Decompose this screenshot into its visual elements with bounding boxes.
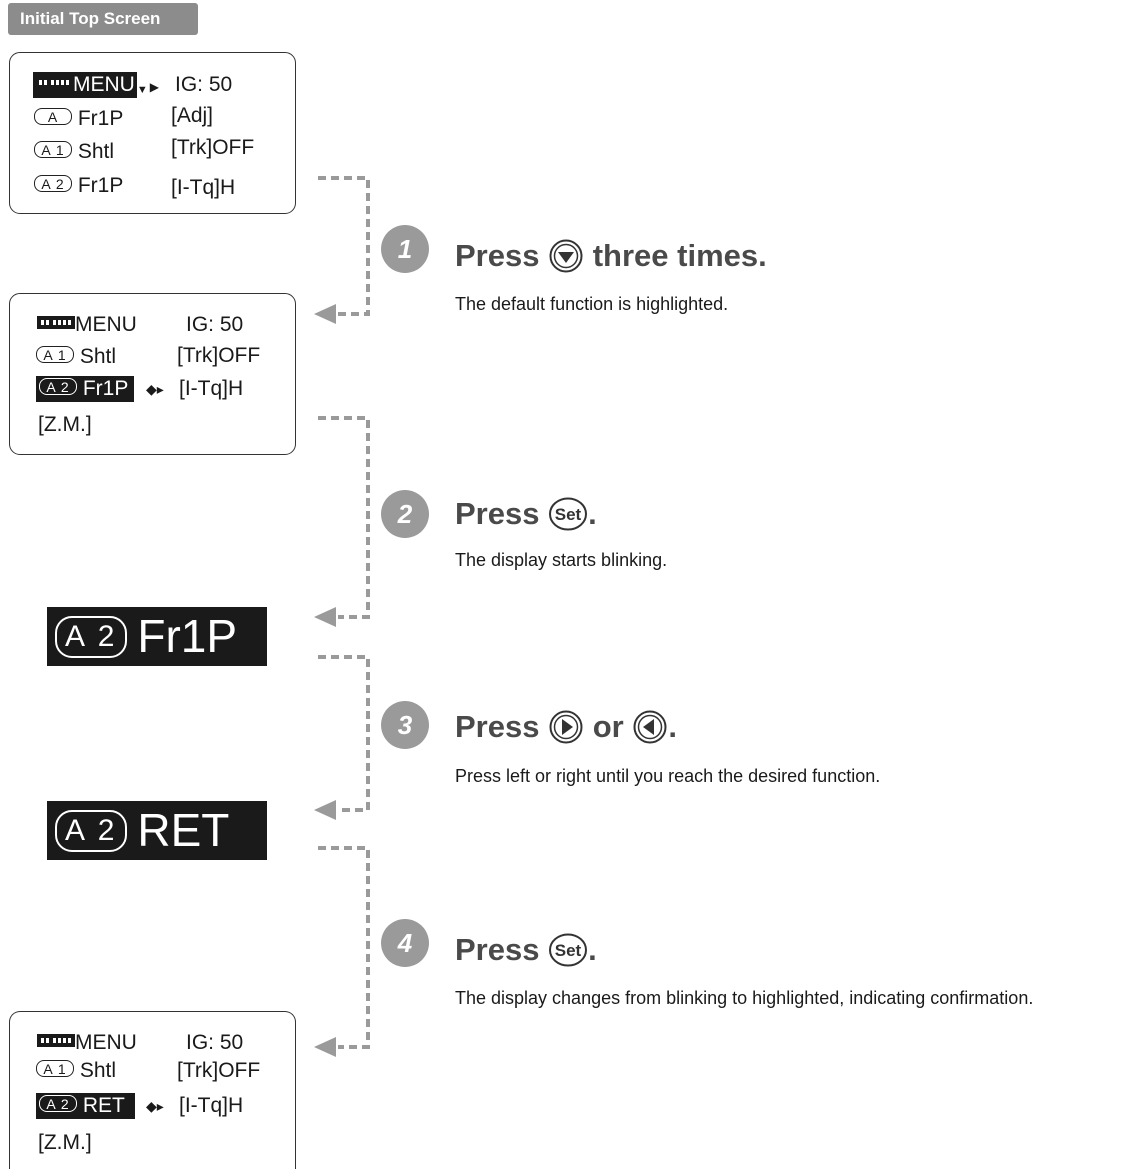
press-label: Press (455, 237, 540, 273)
a2-button-tag: A 2 (34, 175, 72, 192)
row-a-function: Fr1P (77, 107, 124, 130)
menu-icon (37, 316, 75, 329)
step-desc-4: The display changes from blinking to hig… (455, 988, 1034, 1008)
arrowhead-3 (314, 800, 336, 820)
menu-label: MENU (73, 73, 135, 96)
step-number-3: 3 (381, 701, 429, 749)
row-a2-function: Fr1P (82, 377, 129, 400)
connector-1 (318, 176, 370, 316)
left-button-icon (633, 710, 667, 744)
a2-button-tag: A 2 (39, 1095, 77, 1112)
menu-row: MENU (37, 1030, 137, 1056)
set-button-icon: Set (549, 933, 588, 967)
row-a2-setting: [I-Tq]H (171, 176, 236, 199)
initial-top-screen-badge: Initial Top Screen (8, 3, 198, 35)
connector-4 (318, 846, 370, 1049)
step-title-1: Press three times. (455, 234, 767, 276)
row-a1: A 1 Shtl (36, 1058, 116, 1084)
step-number-4: 4 (381, 919, 429, 967)
function-name: Fr1P (137, 610, 238, 662)
menu-icon (35, 76, 73, 89)
step-desc-2: The display starts blinking. (455, 550, 668, 570)
down-button-icon (549, 239, 583, 273)
menu-highlight: MENU (33, 72, 137, 98)
a1-button-tag: A 1 (36, 346, 74, 363)
menu-label: MENU (75, 1031, 137, 1054)
a2-button-tag: A 2 (39, 378, 77, 395)
ig-value: IG: 50 (186, 1031, 244, 1054)
row-a1-function: Shtl (79, 345, 117, 368)
row-a1-function: Shtl (79, 1059, 117, 1082)
menu-icon (37, 1034, 75, 1047)
press-label: Press (455, 495, 540, 531)
row-a1-function: Shtl (77, 140, 115, 163)
row-a2-function: RET (82, 1094, 125, 1117)
connector-2 (318, 416, 370, 619)
step-suffix: three times. (592, 237, 767, 273)
lcd-screen-step1: MENU IG: 50 A 1 Shtl [Trk]OFF A 2 Fr1P ◆… (9, 293, 296, 455)
step-title-3: Press or . (455, 705, 677, 747)
step-number-1: 1 (381, 225, 429, 273)
row-a-setting: [Adj] (171, 104, 214, 127)
step-suffix: . (588, 931, 597, 967)
a2-button-tag: A 2 (55, 810, 128, 852)
set-button-icon: Set (549, 497, 588, 531)
highlight-block: A 2 Fr1P (36, 376, 135, 402)
row-a2-setting: [I-Tq]H (179, 377, 244, 400)
row-a2: A 2 Fr1P (34, 173, 123, 199)
function-name: RET (137, 804, 230, 856)
step-title-2: Press Set . (455, 492, 597, 534)
step-suffix: . (588, 495, 597, 531)
svg-text:Set: Set (555, 941, 582, 960)
row-a: A Fr1P (34, 106, 123, 132)
a1-button-tag: A 1 (34, 141, 72, 158)
a1-button-tag: A 1 (36, 1060, 74, 1077)
up-down-right-arrows-icon: ◆▸ (146, 381, 164, 397)
right-arrow-icon: ▶ (149, 80, 159, 94)
step-desc-3: Press left or right until you reach the … (455, 766, 881, 786)
row-a2-setting: [I-Tq]H (179, 1094, 244, 1117)
row-a2-highlighted: A 2 Fr1P (36, 376, 135, 402)
step-number-2: 2 (381, 490, 429, 538)
press-label: Press (455, 708, 540, 744)
menu-row: MENU ▼▶ (33, 72, 159, 103)
zm-row: [Z.M.] (38, 413, 92, 436)
zm-row: [Z.M.] (38, 1131, 92, 1154)
row-a1: A 1 Shtl (36, 344, 116, 370)
svg-text:Set: Set (555, 505, 582, 524)
row-a2-function: Fr1P (77, 174, 124, 197)
a2-button-tag: A 2 (55, 616, 128, 658)
connector-3 (318, 655, 370, 812)
row-a1-setting: [Trk]OFF (177, 344, 261, 367)
press-label: Press (455, 931, 540, 967)
a-button-tag: A (34, 108, 72, 125)
arrowhead-1 (314, 304, 336, 324)
row-a1: A 1 Shtl (34, 139, 114, 165)
arrowhead-4 (314, 1037, 336, 1057)
menu-label: MENU (75, 313, 137, 336)
step-title-4: Press Set . (455, 928, 597, 970)
or-label: or (592, 708, 624, 744)
lcd-screen-initial: MENU ▼▶ IG: 50 A Fr1P [Adj] A 1 Shtl [Tr… (9, 52, 296, 214)
step-desc-1: The default function is highlighted. (455, 294, 729, 314)
lcd-screen-confirmed: MENU IG: 50 A 1 Shtl [Trk]OFF A 2 RET ◆▸… (9, 1011, 296, 1169)
highlight-block: A 2 RET (36, 1093, 135, 1119)
menu-row: MENU (37, 312, 137, 338)
step-suffix: . (668, 708, 677, 744)
ig-value: IG: 50 (175, 73, 233, 96)
up-down-right-arrows-icon: ◆▸ (146, 1098, 164, 1114)
right-button-icon (549, 710, 583, 744)
row-a1-setting: [Trk]OFF (171, 136, 255, 159)
arrowhead-2 (314, 607, 336, 627)
ig-value: IG: 50 (186, 313, 244, 336)
row-a1-setting: [Trk]OFF (177, 1059, 261, 1082)
down-arrow-icon: ▼ (136, 84, 148, 96)
row-a2-highlighted: A 2 RET (36, 1093, 135, 1119)
